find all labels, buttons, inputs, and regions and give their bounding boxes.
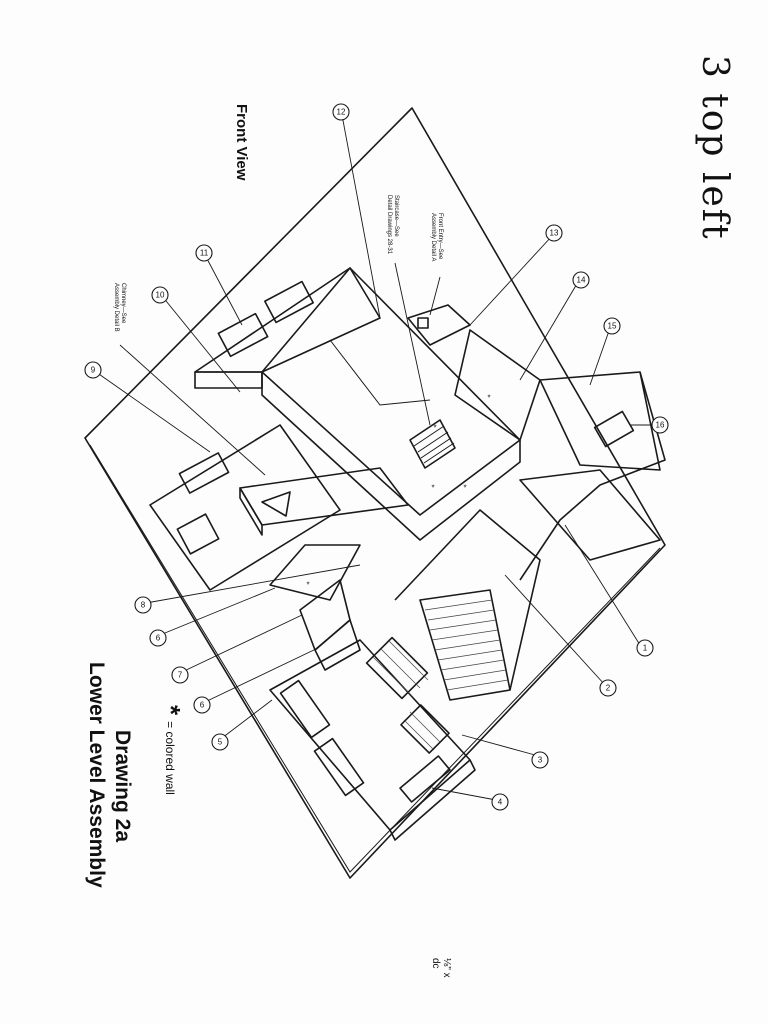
front-lower-wall-edge [389, 759, 476, 841]
callout-15: 15 [603, 317, 621, 335]
callout-2: 2 [599, 679, 617, 697]
room-12-walls [261, 372, 521, 541]
drawing-title: Drawing 2a [111, 730, 134, 843]
callout-9: 9 [84, 361, 102, 379]
room-12-interior [329, 339, 431, 406]
svg-text:7: 7 [178, 671, 183, 680]
svg-text:1: 1 [643, 644, 648, 653]
callout-6b: 6 [193, 696, 211, 714]
callout-4: 4 [491, 793, 509, 811]
callout-7: 7 [171, 666, 189, 684]
staircase-note-line2: Detail Drawings 28-31 [386, 195, 392, 255]
callout-14: 14 [572, 271, 590, 289]
window-11b [264, 280, 314, 324]
wall-block-6a [299, 579, 351, 651]
svg-text:14: 14 [577, 276, 586, 285]
window-16 [593, 410, 635, 448]
legend-text: = colored wall [163, 721, 178, 795]
front-entry-note-line1: Front Entry—See [437, 213, 443, 260]
chimney [239, 467, 409, 536]
front-entry-note-line2: Assembly Detail A [430, 213, 436, 262]
svg-text:6: 6 [156, 634, 161, 643]
svg-text:2: 2 [606, 684, 611, 693]
handwritten-note: 3 top left [694, 55, 735, 241]
base-board [84, 107, 666, 879]
svg-text:5: 5 [218, 738, 223, 747]
callout-10: 10 [151, 286, 169, 304]
callout-leaders [95, 114, 657, 801]
svg-text:8: 8 [141, 601, 146, 610]
scale-note: ⅛" x dc [430, 958, 452, 978]
window-3 [365, 636, 429, 700]
window-5b [313, 737, 365, 797]
callout-16: 16 [651, 416, 669, 434]
callout-5: 5 [211, 733, 229, 751]
chimney-note: Chimney—See Assembly Detail B [112, 283, 126, 332]
callout-3: 3 [531, 751, 549, 769]
svg-text:9: 9 [91, 366, 96, 375]
room-12-floor [261, 267, 521, 516]
wall-block-7 [314, 619, 361, 671]
chimney-note-line2: Assembly Detail B [113, 283, 119, 332]
scale-note-line2: dc [430, 958, 441, 969]
staircase-note: Staircase—See Detail Drawings 28-31 [385, 195, 399, 254]
svg-text:10: 10 [156, 291, 165, 300]
colored-wall-mark-1: * [433, 424, 436, 433]
callout-6a: 6 [149, 629, 167, 647]
wall-block-15-lower [519, 371, 666, 581]
colored-wall-mark-5: * [487, 394, 490, 403]
svg-text:3: 3 [538, 756, 543, 765]
svg-text:16: 16 [656, 421, 665, 430]
legend: * = colored wall [155, 705, 186, 795]
window-3b [400, 704, 450, 754]
window-9 [178, 452, 230, 494]
svg-text:15: 15 [608, 322, 617, 331]
drawing-subtitle: Lower Level Assembly [85, 662, 108, 888]
front-entry-door [417, 317, 429, 329]
colored-wall-mark-3: * [463, 484, 466, 493]
colored-wall-mark-4: * [306, 581, 309, 590]
wall-block-2 [394, 509, 541, 691]
chimney-note-line1: Chimney—See [120, 283, 126, 324]
wall-block-9 [149, 424, 341, 591]
callout-11: 11 [195, 244, 213, 262]
legend-symbol: * [156, 705, 186, 716]
wall-block-14 [454, 329, 541, 441]
svg-text:12: 12 [337, 108, 346, 117]
garage-door [419, 589, 511, 701]
wall-block-1 [519, 469, 661, 561]
svg-text:13: 13 [550, 229, 559, 238]
colored-wall-mark-2: * [431, 484, 434, 493]
wall-block-11-front [194, 371, 263, 389]
svg-text:11: 11 [200, 249, 209, 258]
window-4 [399, 755, 451, 803]
svg-text:4: 4 [498, 798, 503, 807]
window-9b [176, 513, 220, 555]
wall-block-15 [539, 371, 661, 471]
callout-13: 13 [545, 224, 563, 242]
base-board-edge [89, 444, 661, 873]
scale-note-line1: ⅛" x [441, 958, 452, 978]
view-label: Front View [233, 104, 250, 181]
staircase [409, 419, 456, 469]
window-5a [279, 679, 331, 739]
front-entry-note: Front Entry—See Assembly Detail A [429, 213, 443, 261]
svg-text:6: 6 [200, 701, 205, 710]
wall-block-8 [269, 544, 361, 601]
callout-8: 8 [134, 596, 152, 614]
window-11a [217, 312, 269, 358]
staircase-note-line1: Staircase—See [393, 195, 399, 237]
callout-12: 12 [332, 103, 350, 121]
wall-block-11 [194, 267, 381, 373]
callout-1: 1 [636, 639, 654, 657]
